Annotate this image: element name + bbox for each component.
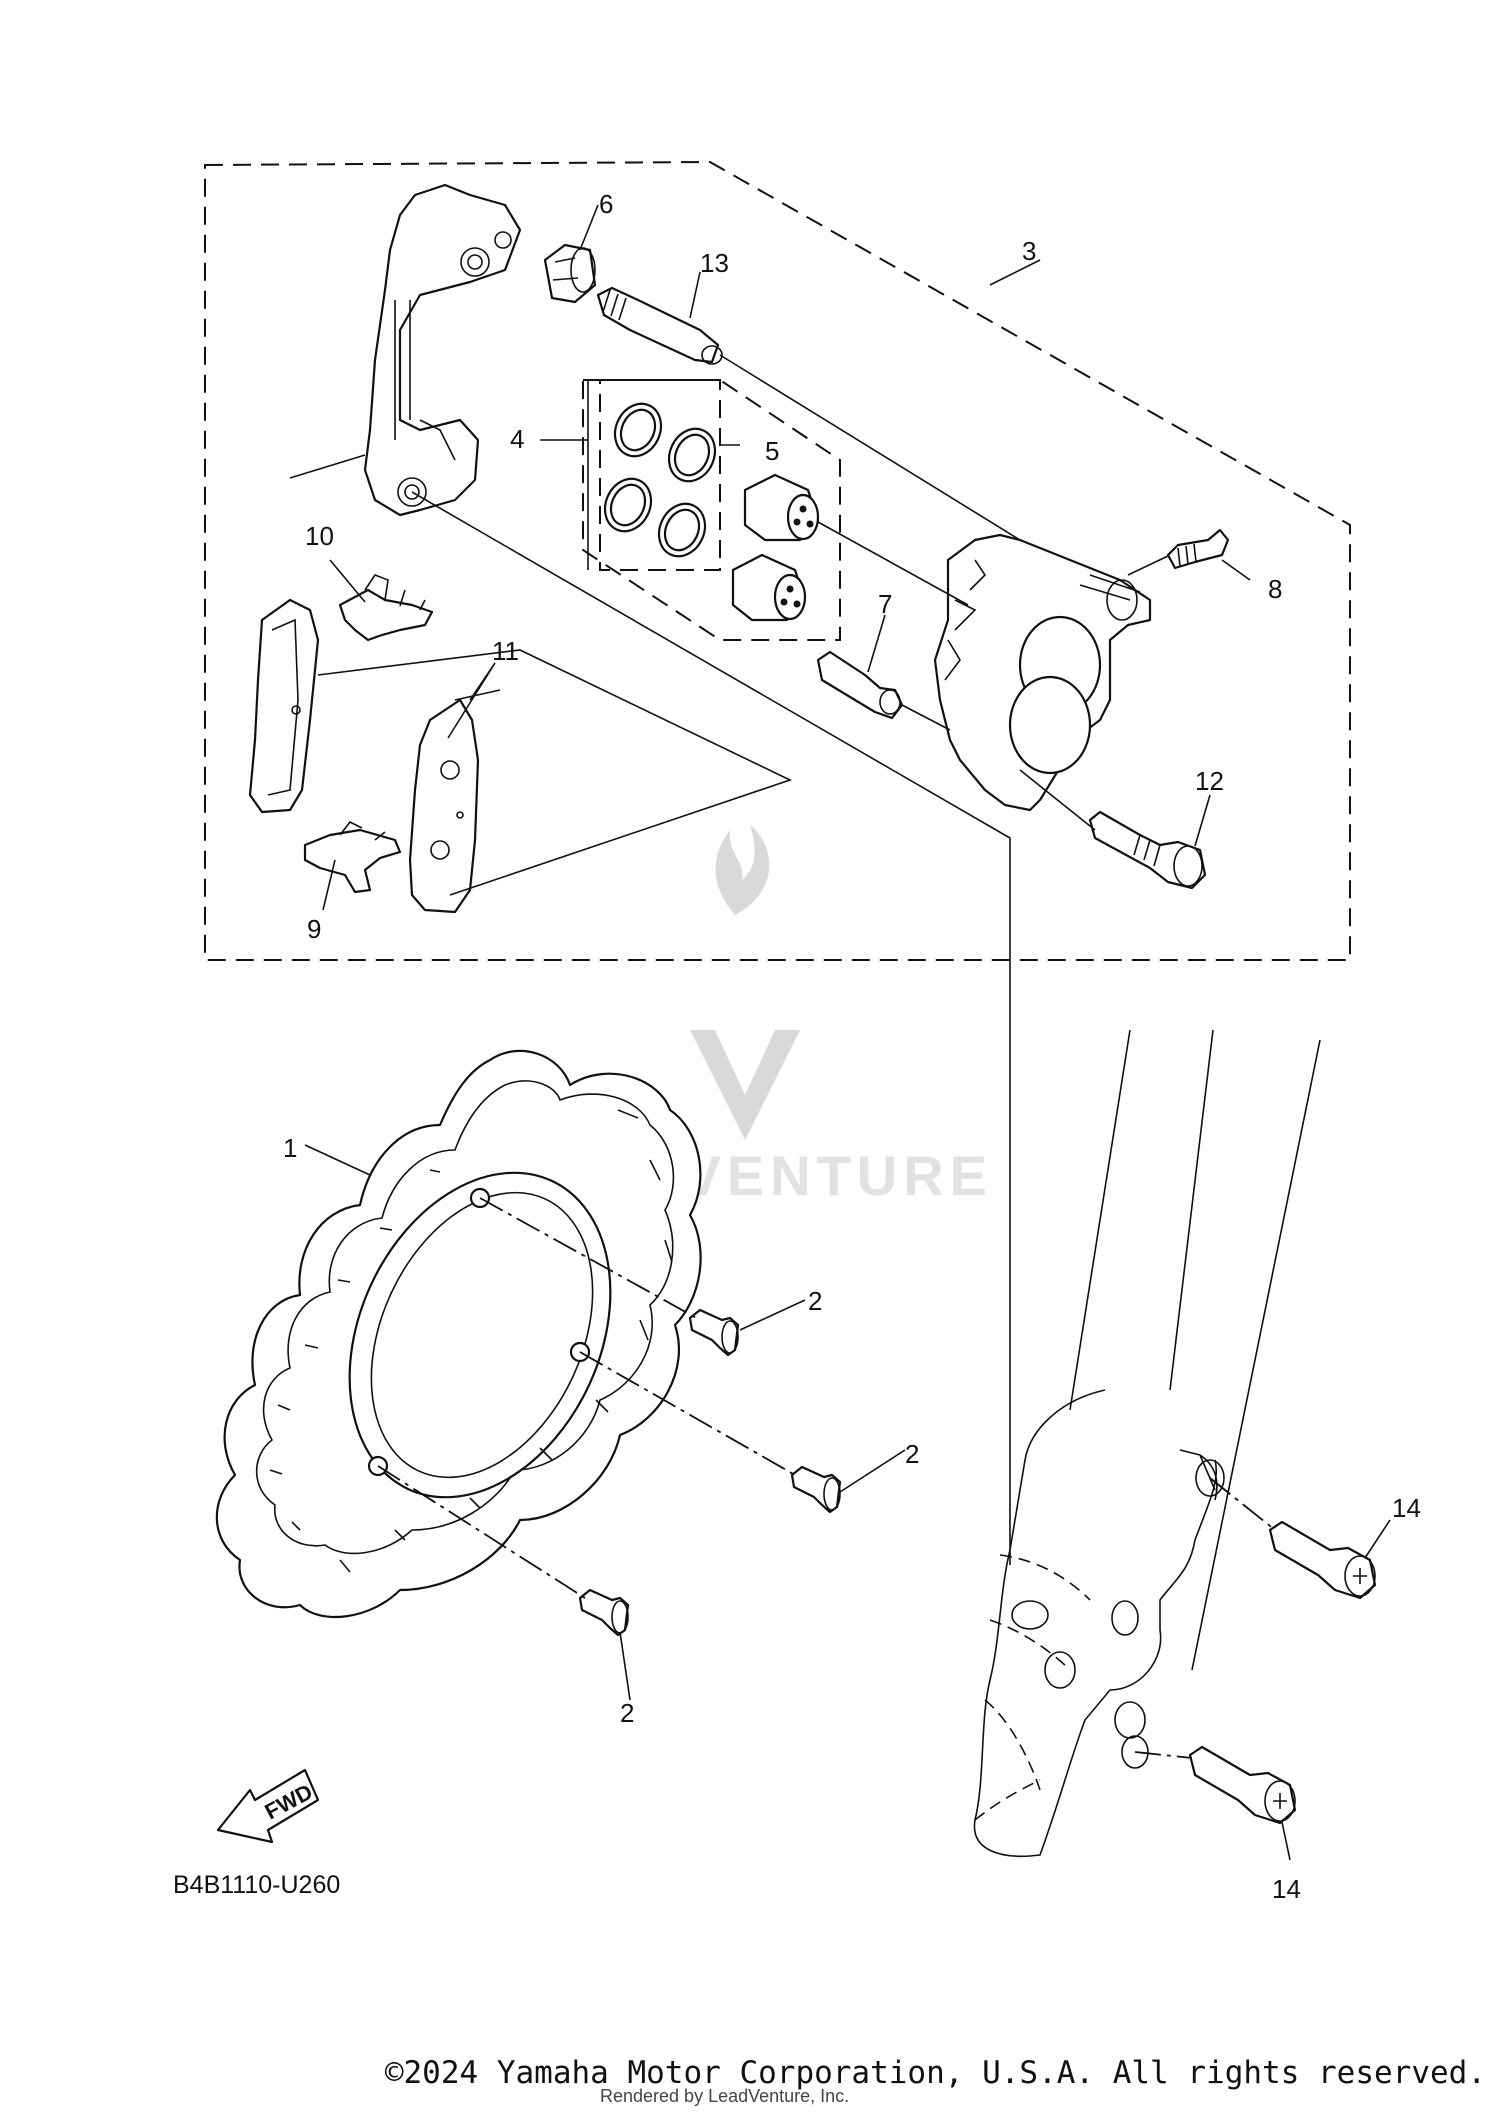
callout-5: 5 xyxy=(765,436,779,466)
callout-9: 9 xyxy=(307,914,321,944)
callout-2a: 2 xyxy=(808,1286,822,1316)
part-5-piston-group xyxy=(582,379,841,641)
callout-1: 1 xyxy=(283,1133,297,1163)
part-8-bleed-screw xyxy=(1166,528,1230,570)
callout-3: 3 xyxy=(1022,236,1036,266)
callout-7: 7 xyxy=(878,589,892,619)
rendered-by-note: Rendered by LeadVenture, Inc. xyxy=(600,2086,850,2106)
part-6-boot xyxy=(543,243,597,304)
front-fork-phantom xyxy=(973,1029,1321,1858)
part-9-pad-spring xyxy=(303,820,402,894)
callout-11: 11 xyxy=(492,636,519,666)
part-5-pistons xyxy=(731,473,820,622)
callout-6: 6 xyxy=(599,189,613,219)
disc-screws xyxy=(578,1308,842,1637)
brake-pads xyxy=(248,598,480,914)
callout-4: 4 xyxy=(510,424,524,454)
callout-14a: 14 xyxy=(1392,1493,1421,1523)
callout-10: 10 xyxy=(305,521,334,551)
copyright-notice: ©2024 Yamaha Motor Corporation, U.S.A. A… xyxy=(384,2055,1486,2091)
part-14-bolts xyxy=(1188,1520,1377,1825)
diagram-code: B4B1110-U260 xyxy=(173,1871,340,1899)
fwd-arrow-icon: FWD xyxy=(216,1768,320,1844)
part-13-pin xyxy=(596,286,723,365)
caliper-assembly-boundary xyxy=(204,160,1351,961)
callout-2c: 2 xyxy=(620,1698,634,1728)
caliper-bracket xyxy=(363,183,522,517)
brake-disc xyxy=(215,1049,702,1619)
part-12-bolt xyxy=(1088,810,1207,890)
part-4-seal-kit xyxy=(599,379,721,571)
leader-lines xyxy=(304,204,1391,1861)
callout-2b: 2 xyxy=(905,1439,919,1469)
caliper-body xyxy=(933,533,1152,812)
callout-13: 13 xyxy=(700,248,729,278)
part-10-pad-spring xyxy=(338,574,434,642)
part-7-pin xyxy=(816,650,904,720)
callout-14b: 14 xyxy=(1272,1874,1301,1904)
callout-8: 8 xyxy=(1268,574,1282,604)
reference-lines xyxy=(289,354,1276,1759)
callout-12: 12 xyxy=(1195,766,1224,796)
